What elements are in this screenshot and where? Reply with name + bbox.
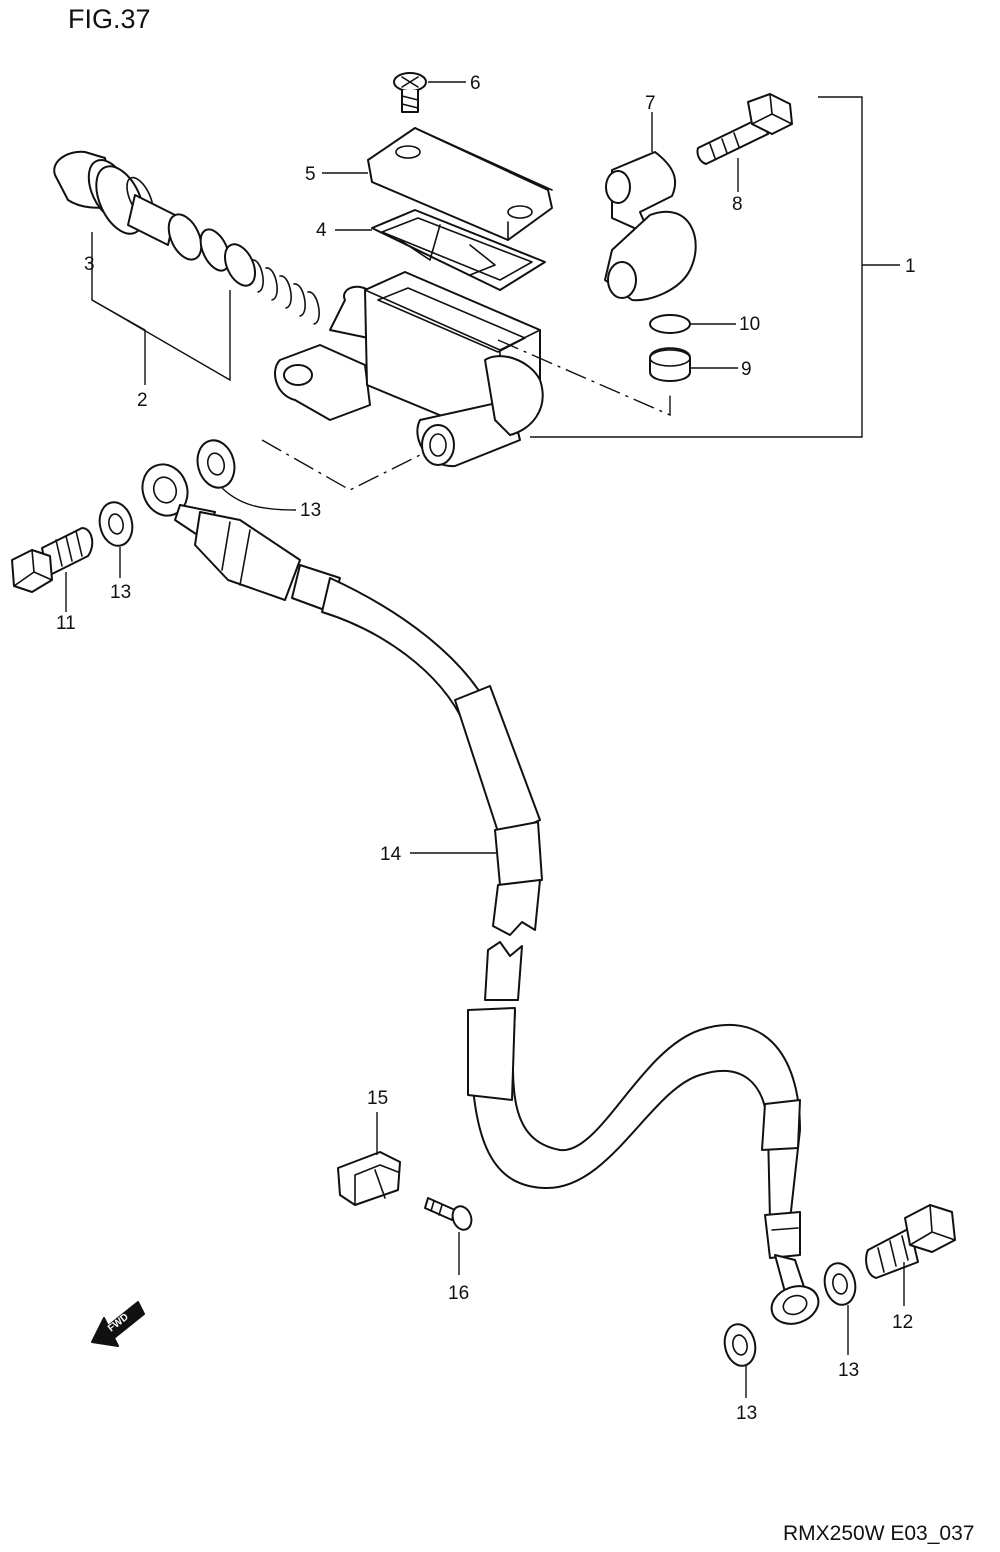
callout-4: 4 [316, 220, 327, 241]
callout-11: 11 [56, 613, 76, 634]
fwd-arrow-icon: FWD [91, 1301, 145, 1347]
callout-16: 16 [448, 1283, 469, 1304]
assembly-line-outlet [261, 439, 421, 491]
assembly-line-holder [497, 339, 671, 417]
callout-13-left: 13 [110, 582, 131, 603]
callout-1: 1 [905, 256, 916, 277]
callout-8: 8 [732, 194, 743, 215]
union-bolt-left-drawing [11, 527, 94, 612]
hose-clamp-drawing [337, 1112, 401, 1206]
o-ring-drawing [649, 314, 736, 334]
callout-6: 6 [470, 73, 481, 94]
drawing-code: RMX250W E03_037 [783, 1522, 974, 1545]
callout-7: 7 [645, 93, 656, 114]
washer-upper-drawing [196, 439, 297, 511]
piston-kit-drawing [53, 150, 320, 385]
cap-screw-drawing [393, 72, 466, 113]
callout-13-right: 13 [838, 1360, 859, 1381]
reservoir-cap-drawing [322, 127, 553, 241]
holder-clamp-drawing [604, 112, 697, 302]
cap-drawing [649, 347, 738, 382]
callout-3: 3 [84, 254, 95, 275]
figure-title: FIG.37 [68, 4, 151, 34]
callout-14: 14 [380, 844, 402, 865]
diaphragm-drawing [335, 209, 546, 291]
callout-5: 5 [305, 164, 316, 185]
washer-right-drawing [823, 1262, 857, 1355]
washer-left-drawing [98, 501, 134, 578]
callout-12: 12 [892, 1312, 913, 1333]
callout-9: 9 [741, 359, 752, 380]
callout-13-bottom: 13 [736, 1403, 757, 1424]
callout-2: 2 [137, 390, 148, 411]
master-cylinder-body-drawing [274, 96, 900, 468]
callout-10: 10 [739, 314, 760, 335]
callout-13-upper: 13 [300, 500, 321, 521]
callout-15: 15 [367, 1088, 388, 1109]
washer-bottom-drawing [723, 1323, 757, 1398]
brake-hose-drawing [141, 463, 820, 1325]
holder-bolt-drawing [696, 93, 793, 192]
screw-drawing [424, 1197, 473, 1275]
union-bolt-right-drawing [865, 1204, 956, 1306]
